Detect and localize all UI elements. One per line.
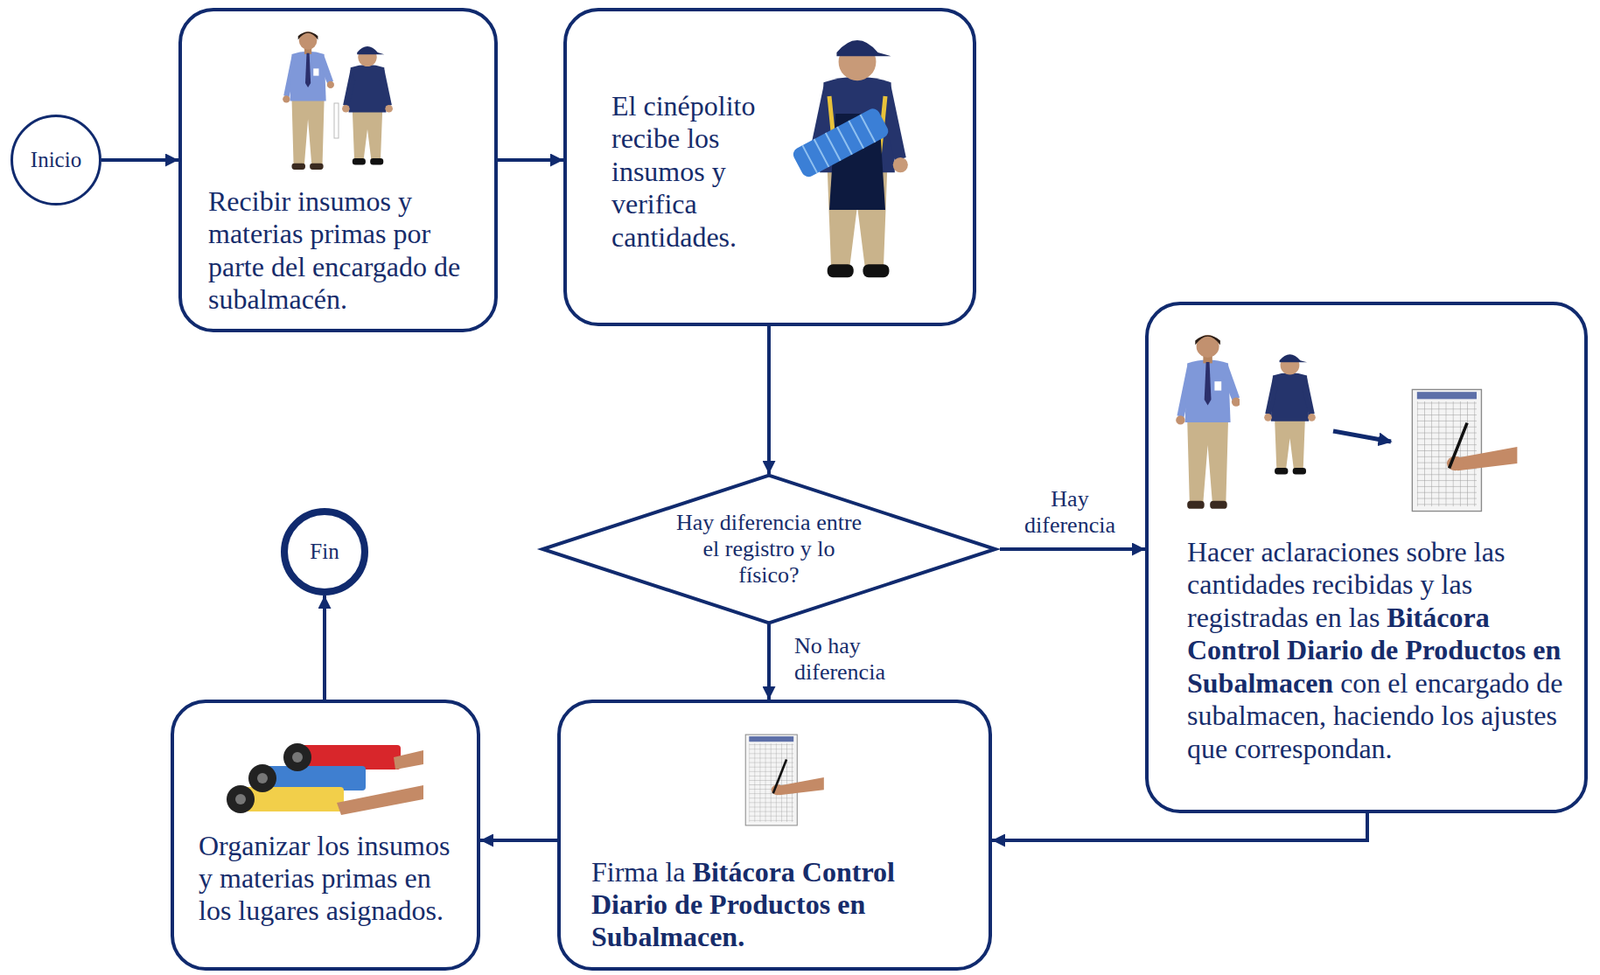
flow-arrow <box>101 158 179 162</box>
text-block: Recibir insumos y materias primas por pa… <box>208 185 489 317</box>
form-signing <box>1411 389 1517 511</box>
flow-arrow <box>322 595 327 700</box>
start-circle: Inicio <box>10 114 102 206</box>
picture-arrow <box>1333 431 1391 442</box>
node-text: El cinépolito recibe los insumos y verif… <box>611 90 755 253</box>
edge-label: Hay diferencia <box>1010 486 1130 539</box>
process-box: Hacer aclaraciones sobre las cantidades … <box>1145 301 1588 814</box>
supervisor-figure <box>282 31 335 170</box>
flow-arrow <box>497 158 564 162</box>
process-box: El cinépolito recibe los insumos y verif… <box>563 7 977 327</box>
node-text: Recibir insumos y materias primas por pa… <box>208 185 461 315</box>
text-block: Organizar los insumos y materias primas … <box>198 830 457 927</box>
employee-with-cups <box>790 40 909 278</box>
employee-figure <box>342 46 393 166</box>
process-box: Organizar los insumos y materias primas … <box>170 699 481 972</box>
employee-figure <box>1264 354 1316 475</box>
edge-label: No hay diferencia <box>791 633 911 686</box>
node-text: Fin <box>309 539 339 564</box>
supervisor-figure <box>1175 335 1241 510</box>
end-circle: Fin <box>280 508 369 596</box>
node-text: Organizar los insumos y materias primas … <box>198 830 450 927</box>
text-block: Firma la Bitácora Control Diario de Prod… <box>591 856 942 953</box>
paper-strip <box>334 103 339 139</box>
flow-arrow <box>480 838 558 843</box>
decision-diamond: Hay diferencia entre el registro y lo fí… <box>537 474 1000 625</box>
flow-arrow <box>767 624 771 700</box>
node-text: Inicio <box>30 147 82 172</box>
flow-arrow <box>999 547 1146 552</box>
flow-arrow <box>992 813 1368 841</box>
text-block: El cinépolito recibe los insumos y verif… <box>611 90 800 254</box>
text-block: Hay diferencia entre el registro y lo fí… <box>675 510 864 589</box>
flow-arrow <box>767 326 771 475</box>
node-text: Hay diferencia entre el registro y lo fí… <box>676 510 862 588</box>
diamond-shape <box>542 475 995 624</box>
node-text: Firma la <box>591 856 686 888</box>
process-box: Recibir insumos y materias primas por pa… <box>178 7 498 333</box>
form-signing <box>745 734 825 826</box>
text-block: Inicio <box>30 146 82 173</box>
text-block: Fin <box>309 538 339 565</box>
cups-picture <box>226 743 424 816</box>
process-box: Firma la Bitácora Control Diario de Prod… <box>557 699 993 972</box>
text-block: Hacer aclaraciones sobre las cantidades … <box>1187 536 1564 766</box>
